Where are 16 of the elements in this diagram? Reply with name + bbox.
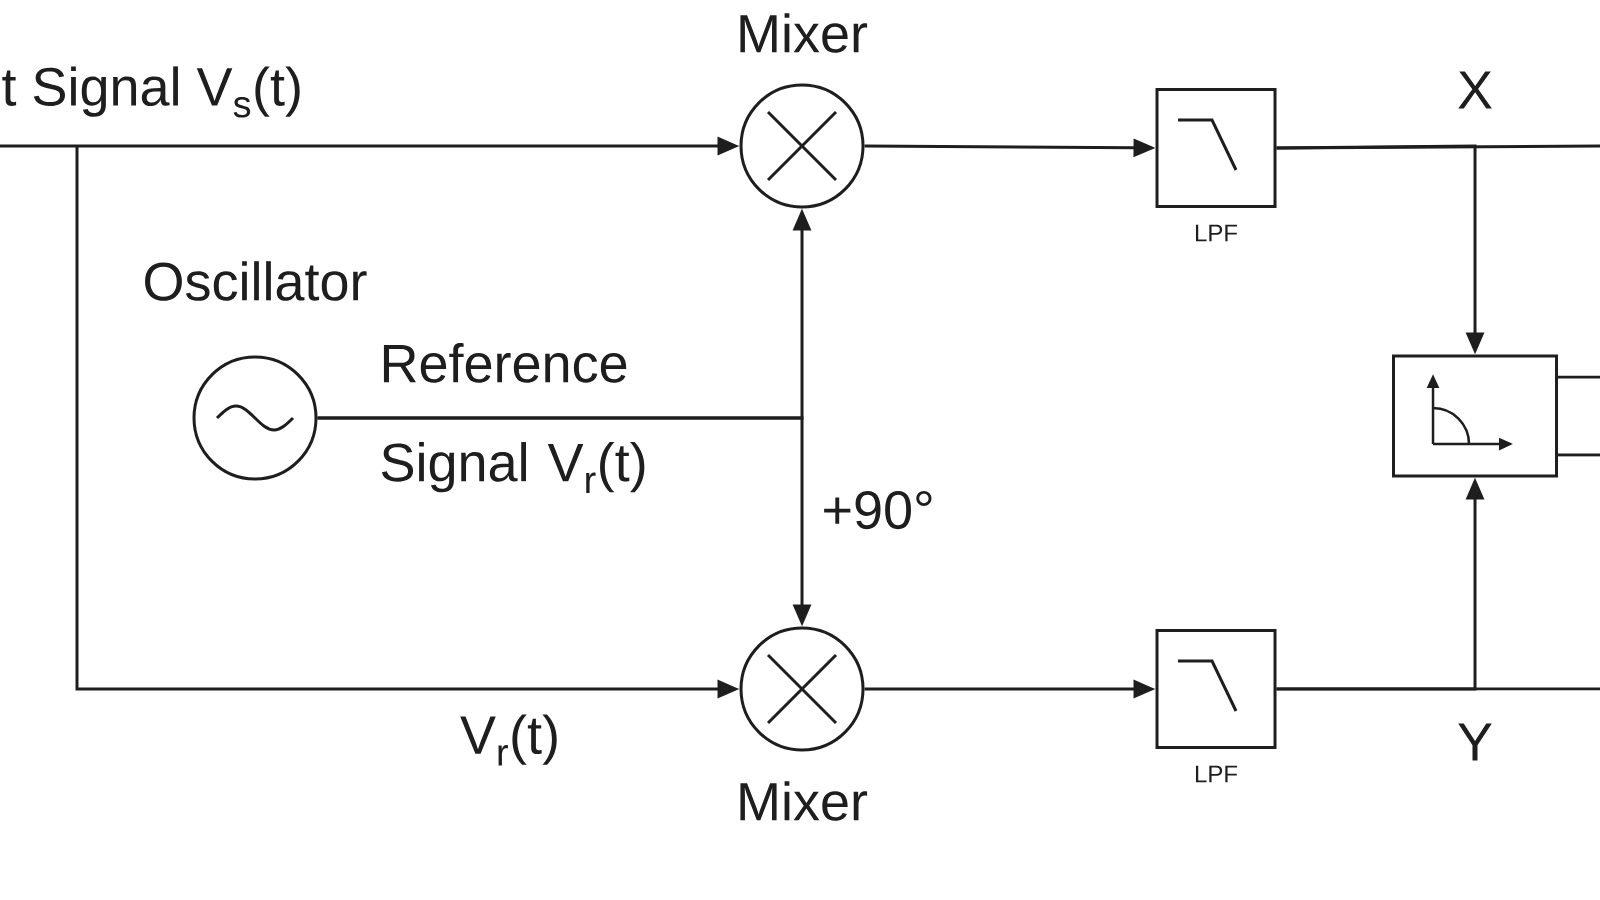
- filter-label: LPF: [1196, 765, 1238, 783]
- signal-line: [1558, 375, 1600, 379]
- input-label: t Signal V$_{s}$(t): [2, 66, 300, 118]
- signal-line: [1276, 687, 1600, 691]
- mixer-label: Mixer: [740, 781, 868, 821]
- edge-label: Reference Signal V$_{r}$(t): [381, 343, 645, 493]
- edge-label: V$_{r}$(t): [460, 714, 557, 766]
- signal-line: [1558, 453, 1600, 457]
- edge-label: +90°: [824, 490, 932, 530]
- signal-line: [1276, 144, 1600, 150]
- edge-label: Y: [1458, 723, 1492, 761]
- mixer-label: Mixer: [740, 13, 868, 53]
- polar-converter-box: [1392, 354, 1558, 478]
- edge-label: X: [1458, 71, 1492, 109]
- oscillator-label: Oscillator: [145, 261, 367, 301]
- filter-label: LPF: [1196, 224, 1238, 242]
